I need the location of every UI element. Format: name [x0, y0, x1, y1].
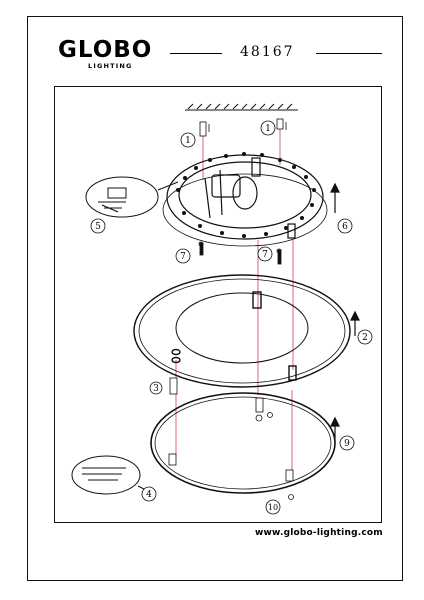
step-marker-7a	[175, 248, 191, 264]
ring-stud-right	[288, 365, 297, 381]
website-url[interactable]: www.globo-lighting.com	[255, 528, 383, 538]
ceiling-hatch	[185, 103, 298, 111]
step-marker-1a	[180, 132, 196, 148]
step-num-6: 6	[342, 222, 348, 232]
terminal-block	[211, 174, 241, 198]
lamp-socket	[232, 176, 258, 210]
step-num-1b: 1	[265, 124, 271, 134]
wall-plug-left	[199, 121, 207, 137]
wall-plugs	[199, 118, 287, 137]
mounting-base	[162, 154, 328, 247]
step-marker-2	[357, 329, 373, 345]
trim-ring	[150, 392, 336, 500]
step-marker-4	[141, 486, 157, 502]
step-marker-3	[149, 381, 163, 395]
base-stud-right	[287, 223, 296, 239]
step-num-10: 10	[268, 503, 278, 512]
base-stud	[251, 157, 261, 177]
alignment-guides	[175, 125, 294, 470]
header-rule-left	[170, 53, 222, 54]
step-marker-9	[339, 435, 355, 451]
diffuser-ring	[133, 274, 351, 388]
arrow-step-5	[101, 204, 119, 213]
step-markers	[90, 120, 373, 515]
instruction-sheet	[27, 16, 403, 581]
brand-logo: GLOBO	[58, 37, 153, 63]
step-num-5: 5	[95, 222, 101, 232]
step-marker-10	[265, 499, 281, 515]
direction-arrows	[101, 182, 360, 442]
brand-subtitle: LIGHTING	[88, 62, 133, 70]
bolts-center	[169, 377, 273, 422]
cable-detail-callout	[85, 176, 179, 218]
step-marker-5	[90, 218, 106, 234]
step-num-4: 4	[146, 490, 152, 500]
model-number: 48167	[240, 44, 295, 60]
step-num-9: 9	[344, 439, 350, 449]
step-marker-7b	[257, 246, 273, 262]
step-num-3: 3	[153, 384, 159, 394]
header-rule-right	[316, 53, 382, 54]
step-num-7b: 7	[262, 250, 268, 260]
step-num-1a: 1	[185, 136, 191, 146]
fixing-screws	[198, 241, 282, 265]
diagram-frame	[54, 86, 382, 523]
step-marker-6	[337, 218, 353, 234]
ring-stud-top	[252, 291, 262, 309]
tool-detail-callout	[71, 455, 151, 495]
step-marker-1b	[260, 120, 276, 136]
step-num-2: 2	[362, 333, 368, 343]
base-vent-holes	[176, 152, 316, 238]
step-num-7a: 7	[180, 252, 186, 262]
step-numbers: 1 1 5 6 7 7 2 3 9 4 10	[95, 124, 368, 512]
wall-plug-right	[276, 118, 284, 130]
